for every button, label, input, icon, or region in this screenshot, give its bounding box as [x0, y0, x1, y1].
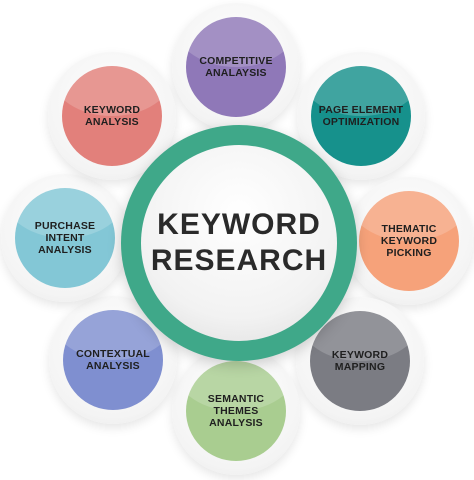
node-label-competitive: COMPETITIVE ANALAYSIS — [199, 55, 273, 79]
center-hub: KEYWORD RESEARCH — [141, 145, 337, 341]
node-mapping: KEYWORD MAPPING — [310, 311, 410, 411]
node-label-keyword-analysis: KEYWORD ANALYSIS — [83, 104, 141, 128]
center-title: KEYWORD RESEARCH — [150, 208, 328, 277]
node-competitive: COMPETITIVE ANALAYSIS — [186, 17, 286, 117]
node-keyword-analysis: KEYWORD ANALYSIS — [62, 66, 162, 166]
node-label-purchase: PURCHASE INTENT ANALYSIS — [34, 220, 96, 256]
node-label-semantic: SEMANTIC THEMES ANALYSIS — [207, 393, 265, 429]
node-thematic: THEMATIC KEYWORD PICKING — [359, 191, 459, 291]
node-contextual: CONTEXTUAL ANALYSIS — [63, 310, 163, 410]
node-label-mapping: KEYWORD MAPPING — [331, 349, 389, 373]
node-label-contextual: CONTEXTUAL ANALYSIS — [76, 348, 150, 372]
node-label-thematic: THEMATIC KEYWORD PICKING — [380, 223, 438, 259]
node-purchase: PURCHASE INTENT ANALYSIS — [15, 188, 115, 288]
node-semantic: SEMANTIC THEMES ANALYSIS — [186, 361, 286, 461]
node-page-element: PAGE ELEMENT OPTIMIZATION — [311, 66, 411, 166]
node-label-page-element: PAGE ELEMENT OPTIMIZATION — [318, 104, 404, 128]
